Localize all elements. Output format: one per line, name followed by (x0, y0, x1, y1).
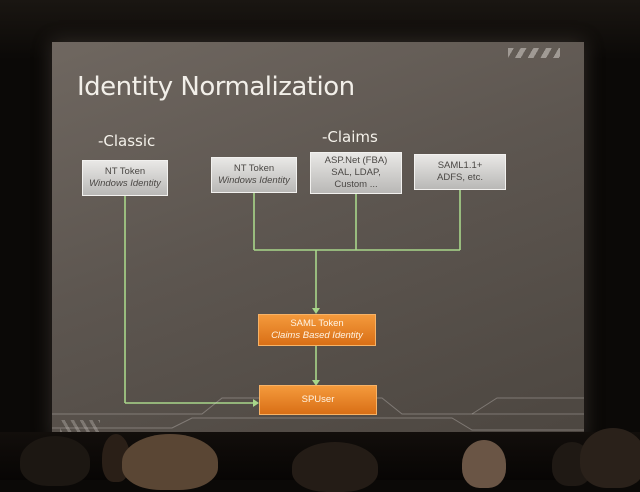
box-line: SAL, LDAP, (331, 167, 381, 178)
claims-heading: -Claims (322, 128, 378, 146)
box-line: Claims Based Identity (271, 330, 363, 341)
box-line: SPUser (301, 394, 335, 405)
box-line: SAML1.1+ (437, 160, 483, 171)
classic-heading: -Classic (98, 132, 156, 150)
claims-nt-token-box: NT Token Windows Identity (211, 157, 297, 193)
box-line: ASP.Net (FBA) (324, 155, 388, 166)
projection-screen: Identity Normalization -Classic -Claims … (52, 42, 584, 440)
audience-head (122, 434, 218, 490)
box-line: SAML Token (290, 318, 344, 329)
saml-token-box: SAML Token Claims Based Identity (258, 314, 376, 346)
audience-head (580, 428, 640, 488)
spuser-box: SPUser (259, 385, 377, 415)
box-line: Windows Identity (89, 178, 161, 189)
classic-nt-token-box: NT Token Windows Identity (82, 160, 168, 196)
box-line: Custom ... (334, 179, 378, 190)
connector-lines (52, 190, 584, 431)
audience-head (292, 442, 378, 492)
audience-head (20, 436, 90, 486)
arrowhead (253, 399, 259, 407)
audience-silhouettes (0, 428, 640, 492)
box-line: Windows Identity (218, 175, 290, 186)
slide-title: Identity Normalization (77, 72, 355, 102)
box-line: NT Token (104, 166, 146, 177)
decorative-chevrons (60, 420, 100, 434)
decorative-circuit-line (52, 417, 584, 431)
decorative-circuit-line (471, 397, 584, 415)
audience-head (462, 440, 506, 488)
saml11-box: SAML1.1+ ADFS, etc. (414, 154, 506, 190)
arrowhead (312, 308, 320, 314)
box-line: NT Token (233, 163, 275, 174)
aspnet-fba-box: ASP.Net (FBA) SAL, LDAP, Custom ... (310, 152, 402, 194)
arrowhead (312, 380, 320, 386)
box-line: ADFS, etc. (437, 172, 483, 183)
decorative-stripes (508, 48, 560, 58)
